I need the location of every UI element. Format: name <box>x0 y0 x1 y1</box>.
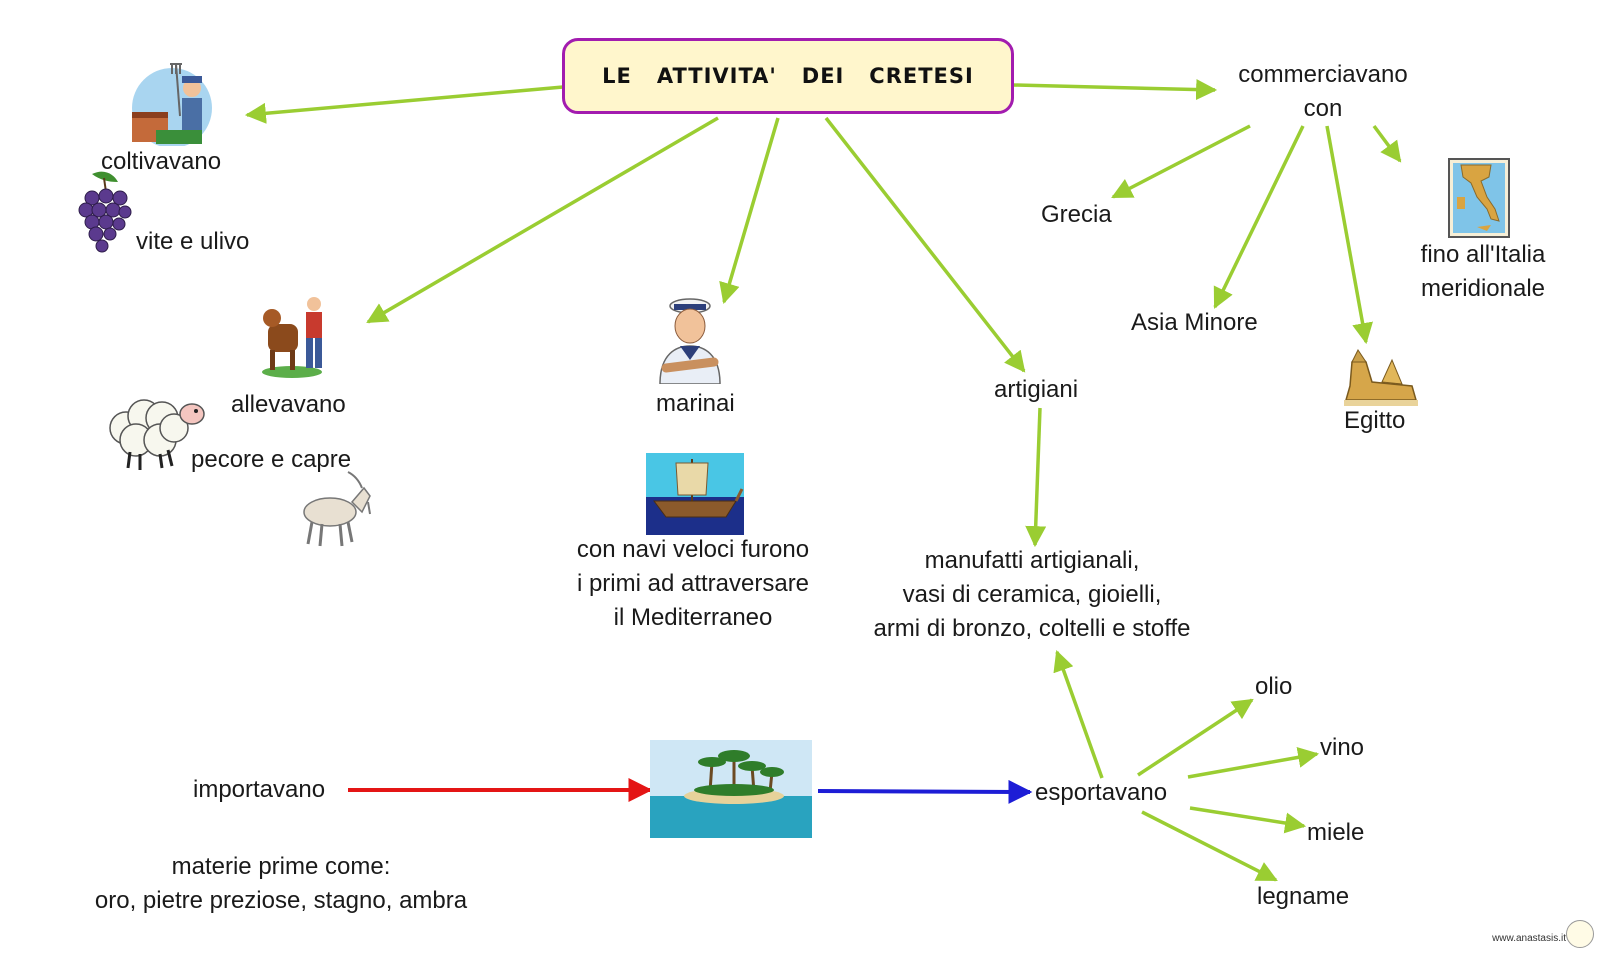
sheep-icon <box>109 399 205 470</box>
link-title-commerciavano <box>1013 79 1218 101</box>
link-esportavano-legname <box>1141 810 1278 882</box>
link-title-marinai <box>719 117 780 305</box>
materie-line-2: oro, pietre preziose, stagno, ambra <box>94 887 468 914</box>
link-esportavano-vino <box>1187 746 1320 779</box>
navi-line-3: il Mediterraneo <box>613 604 773 631</box>
materie-line-1: materie prime come: <box>171 853 391 880</box>
farmer-cow-icon <box>262 297 322 378</box>
link-esportavano-olio <box>1137 698 1254 777</box>
link-commerciavano-egitto <box>1325 125 1373 345</box>
island-icon <box>650 740 812 838</box>
node-artigiani: artigiani <box>994 376 1079 403</box>
node-allevavano: allevavano <box>231 391 346 418</box>
link-title-artigiani <box>824 116 1026 373</box>
link-title-coltivavano <box>244 85 564 124</box>
manufatti-line-3: armi di bronzo, coltelli e stoffe <box>873 615 1191 642</box>
node-marinai: marinai <box>656 390 735 417</box>
node-esportavano: esportavano <box>1035 779 1168 806</box>
title-box: LE ATTIVITA' DEI CRETESI <box>562 38 1014 114</box>
logo-badge-icon <box>1566 920 1594 948</box>
node-italia: fino all'Italia meridionale <box>1398 238 1568 306</box>
italia-line-1: fino all'Italia <box>1420 241 1546 268</box>
node-manufatti: manufatti artigianali, vasi di ceramica,… <box>834 544 1230 646</box>
navi-line-1: con navi veloci furono <box>576 536 810 563</box>
node-asia-minore: Asia Minore <box>1131 309 1258 336</box>
node-legname: legname <box>1257 883 1350 910</box>
node-coltivavano: coltivavano <box>101 148 222 175</box>
node-pecore-capre: pecore e capre <box>191 446 352 473</box>
ship-icon <box>646 453 744 535</box>
node-olio: olio <box>1255 673 1293 700</box>
map-title: LE ATTIVITA' DEI CRETESI <box>602 64 974 88</box>
link-artigiani-manufatti <box>1025 407 1047 548</box>
link-commerciavano-asia <box>1213 125 1305 309</box>
manufatti-line-1: manufatti artigianali, <box>924 547 1140 574</box>
node-vino: vino <box>1320 734 1365 761</box>
node-grecia: Grecia <box>1041 201 1112 228</box>
sphinx-icon <box>1344 349 1418 406</box>
commerciavano-line-1: commerciavano <box>1238 61 1408 88</box>
node-miele: miele <box>1307 819 1365 846</box>
node-navi: con navi veloci furono i primi ad attrav… <box>548 533 838 635</box>
node-egitto: Egitto <box>1344 407 1406 434</box>
export-arrow <box>817 779 1033 804</box>
node-vite-ulivo: vite e ulivo <box>136 228 250 255</box>
link-esportavano-manufatti <box>1053 650 1104 779</box>
sailor-icon <box>659 298 721 384</box>
link-commerciavano-grecia <box>1111 124 1251 199</box>
link-title-allevavano <box>366 116 719 324</box>
italy-map-icon <box>1448 158 1510 238</box>
node-commerciavano: commerciavano con <box>1213 58 1433 126</box>
italia-line-2: meridionale <box>1420 275 1546 302</box>
grapes-icon <box>78 171 132 253</box>
farmer-icon <box>132 63 212 146</box>
node-importavano: importavano <box>193 776 326 803</box>
navi-line-2: i primi ad attraversare <box>576 570 810 597</box>
node-materie: materie prime come: oro, pietre preziose… <box>52 850 510 918</box>
manufatti-line-2: vasi di ceramica, gioielli, <box>902 581 1162 608</box>
link-esportavano-miele <box>1189 806 1307 834</box>
goat-icon <box>303 471 371 547</box>
commerciavano-line-2: con <box>1303 95 1343 122</box>
credit-url: www.anastasis.it <box>1492 933 1566 944</box>
link-commerciavano-italia <box>1372 124 1402 163</box>
